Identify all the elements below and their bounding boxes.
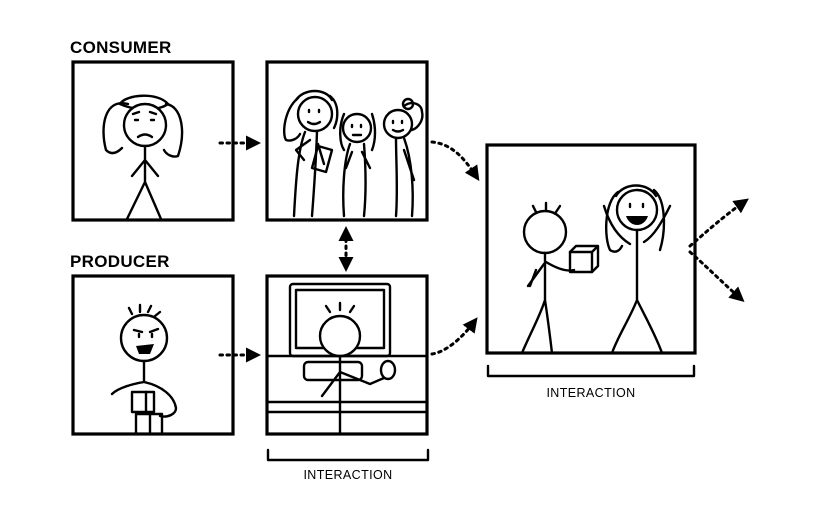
interaction-bracket-left [266, 448, 430, 462]
exchange-man [520, 201, 600, 355]
group-left-woman [283, 89, 339, 218]
consumer-label: CONSUMER [70, 38, 172, 57]
group-right-woman [382, 97, 424, 218]
interaction-bracket-right [486, 364, 696, 378]
arrow-group-to-exchange [430, 140, 480, 181]
producer-label: PRODUCER [70, 252, 170, 271]
worker-at-desk [302, 301, 397, 436]
angry-man-figure [110, 303, 178, 436]
interaction-label-right: INTERACTION [546, 386, 636, 400]
sad-woman-figure [102, 94, 184, 221]
arrow-computer-to-exchange [430, 317, 478, 356]
arrow-exchange-out-up [688, 198, 749, 248]
panel-consumer-group [265, 60, 429, 222]
panel-producer-alone [71, 274, 235, 436]
panel-interaction-exchange [485, 143, 697, 355]
group-middle-girl [339, 112, 377, 218]
interaction-brackets [266, 364, 696, 462]
panel-consumer-alone [71, 60, 235, 222]
panel-producer-computer [265, 274, 429, 436]
exchange-woman [602, 184, 672, 355]
arrow-exchange-out-down [688, 250, 745, 302]
interaction-label-left: INTERACTION [303, 468, 393, 482]
flow-arrows [218, 135, 749, 363]
